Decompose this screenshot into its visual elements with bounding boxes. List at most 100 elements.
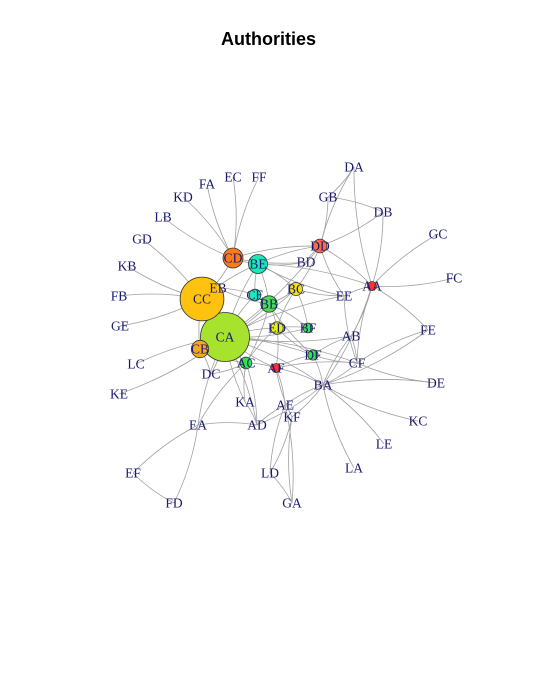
edge-ba-le — [322, 384, 385, 445]
node-label-ld: LD — [261, 466, 279, 481]
edge-cd-fa — [206, 183, 234, 259]
node-label-ef: EF — [125, 466, 141, 481]
node-label-db: DB — [374, 205, 393, 220]
edge-cf-ab — [350, 335, 358, 364]
node-label-dd: DD — [310, 239, 330, 254]
node-label-gd: GD — [132, 232, 152, 247]
edge-ea-fd — [173, 424, 199, 504]
node-label-eb: EB — [209, 281, 226, 296]
edge-cd-ec — [232, 176, 237, 259]
node-bc — [289, 282, 303, 296]
node-label-ka: KA — [235, 395, 255, 410]
edge-gb-da — [327, 166, 355, 198]
edge-ld-ga — [269, 472, 293, 504]
node-ce — [248, 288, 262, 302]
node-label-dc: DC — [202, 367, 221, 382]
edge-cf-ee — [343, 295, 358, 364]
edge-cf-de — [356, 362, 437, 384]
node-label-ea: EA — [189, 418, 207, 433]
edge-ea-ef — [132, 424, 199, 474]
node-label-cb: CB — [191, 342, 209, 357]
edge-gb-db — [327, 196, 384, 213]
node-label-ae: AE — [276, 398, 294, 413]
node-label-bf: BF — [300, 321, 317, 336]
edge-aa-cf — [356, 285, 373, 364]
node-cd — [222, 247, 244, 269]
edge-cd-kd — [182, 196, 234, 259]
edge-cd-lb — [162, 216, 234, 259]
node-label-bc: BC — [287, 282, 305, 297]
node-label-ke: KE — [110, 387, 128, 402]
edge-ad-ka — [244, 401, 258, 426]
node-label-fe: FE — [420, 323, 436, 338]
edge-aa-gc — [371, 233, 439, 287]
node-aa — [367, 281, 377, 291]
edge-dd-da — [319, 166, 355, 247]
node-label-ce: CE — [246, 288, 263, 303]
nodes-layer — [179, 238, 377, 373]
node-bb — [260, 295, 278, 313]
node-label-gc: GC — [429, 227, 448, 242]
node-label-ab: AB — [342, 329, 361, 344]
edge-ba-ae — [284, 384, 324, 406]
node-label-ed: ED — [268, 321, 286, 336]
node-label-ga: GA — [282, 496, 302, 511]
node-label-ge: GE — [111, 319, 129, 334]
edge-ad-ae — [256, 404, 286, 426]
node-label-be: BE — [249, 257, 266, 272]
node-cb — [190, 339, 210, 359]
edge-af-cf — [275, 361, 358, 369]
edge-aa-fc — [371, 277, 455, 287]
node-label-cc: CC — [193, 292, 211, 307]
node-label-aa: AA — [362, 279, 382, 294]
edge-be-aa — [257, 263, 373, 287]
chart-title: Authorities — [220, 29, 316, 49]
node-label-ad: AD — [247, 418, 267, 433]
edge-kf-ld — [269, 416, 293, 474]
node-cc — [179, 276, 225, 322]
node-label-ec: EC — [224, 170, 241, 185]
edge-ad-ea — [197, 422, 258, 426]
node-label-cf: CF — [349, 356, 366, 371]
edge-ba-ad — [256, 384, 324, 426]
node-label-gb: GB — [319, 190, 338, 205]
node-label-ac: AC — [237, 356, 256, 371]
node-label-lb: LB — [154, 210, 171, 225]
edge-aa-da — [353, 166, 373, 287]
node-label-fb: FB — [111, 289, 128, 304]
edge-ef-fd — [132, 472, 175, 504]
node-label-cd: CD — [224, 251, 243, 266]
edge-ba-fe — [322, 329, 429, 386]
edge-ba-ab — [322, 335, 352, 386]
node-bf — [302, 322, 314, 334]
edge-ba-kf — [291, 384, 324, 418]
edge-ba-kc — [322, 384, 419, 422]
edge-aa-db — [371, 211, 384, 287]
edge-aa-fe — [371, 285, 429, 331]
node-label-fc: FC — [446, 271, 463, 286]
node-af — [271, 363, 281, 373]
edge-cd-ff — [232, 176, 260, 259]
node-label-ff: FF — [251, 170, 267, 185]
node-df — [307, 349, 319, 361]
edge-cf-fe — [356, 329, 429, 364]
node-dd — [312, 238, 328, 254]
node-label-ee: EE — [336, 289, 353, 304]
edge-ae-ga — [284, 404, 294, 504]
node-label-le: LE — [376, 437, 393, 452]
node-ca — [200, 312, 250, 362]
node-label-fd: FD — [165, 496, 183, 511]
node-label-bb: BB — [260, 297, 278, 312]
node-label-kc: KC — [409, 414, 428, 429]
node-label-af: AF — [267, 361, 285, 376]
edge-kf-ga — [288, 416, 293, 504]
node-label-kb: KB — [118, 259, 137, 274]
edge-ba-la — [322, 384, 355, 469]
node-ed — [270, 321, 284, 335]
edge-ac-ea — [197, 362, 247, 426]
node-ac — [239, 356, 253, 370]
node-be — [248, 254, 268, 274]
node-label-kf: KF — [283, 410, 301, 425]
